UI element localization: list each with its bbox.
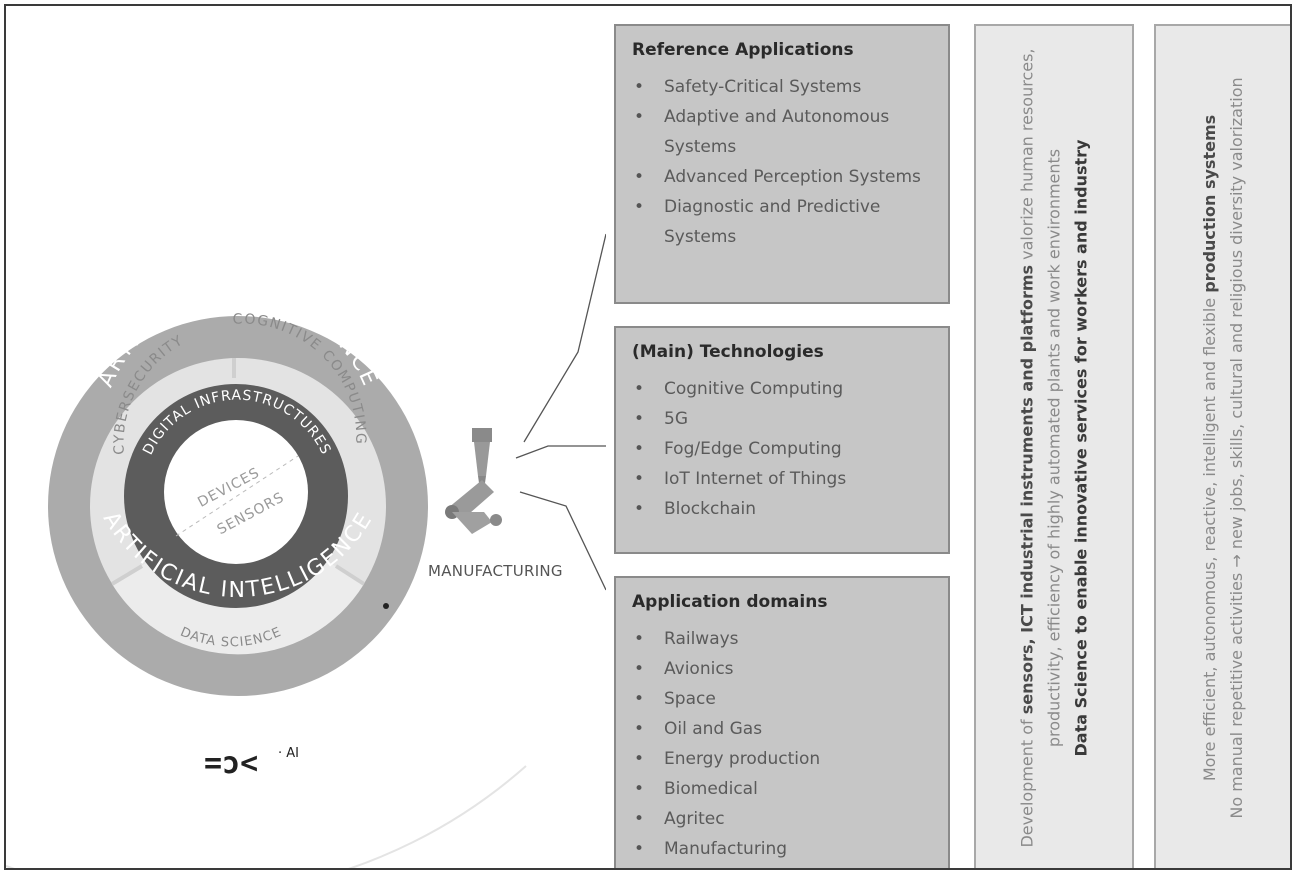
list-item: Safety-Critical Systems <box>632 72 932 102</box>
list-item: 5G <box>632 404 932 434</box>
text-run: Development of <box>1017 714 1037 848</box>
list-item: Diagnostic and Predictive Systems <box>632 192 932 252</box>
logo-mark: =ɔ< <box>204 746 259 781</box>
core-divider <box>175 455 299 537</box>
efficiency-line-1: More efficient, autonomous, reactive, in… <box>1196 33 1223 863</box>
main-technologies-box: (Main) Technologies Cognitive Computing … <box>614 326 950 554</box>
emphasis-text: production systems <box>1200 114 1219 293</box>
main-technologies-list: Cognitive Computing 5G Fog/Edge Computin… <box>632 374 932 524</box>
list-item: Biomedical <box>632 774 932 804</box>
list-item: Fog/Edge Computing <box>632 434 932 464</box>
efficiency-line-2: No manual repetitive activities → new jo… <box>1227 77 1246 819</box>
list-item: Manufacturing <box>632 834 932 864</box>
connector-reference <box>523 233 606 443</box>
segment-divider-left <box>110 564 144 586</box>
list-item: Cognitive Computing <box>632 374 932 404</box>
segment-divider-right <box>334 564 366 586</box>
development-panel-text: Development of sensors, ICT industrial i… <box>1014 33 1095 863</box>
text-run: More efficient, autonomous, reactive, in… <box>1200 292 1219 782</box>
development-paragraph: Development of sensors, ICT industrial i… <box>1014 33 1068 863</box>
list-item: Adaptive and Autonomous Systems <box>632 102 932 162</box>
list-item: Advanced Perception Systems <box>632 162 932 192</box>
connector-technologies <box>515 445 606 459</box>
application-domains-title: Application domains <box>632 592 828 612</box>
manufacturing-label: MANUFACTURING <box>428 562 563 580</box>
diagram-frame: ARTIFICIAL INTELLIGENCE ARTIFICIAL INTEL… <box>4 4 1292 870</box>
robot-arm-icon <box>445 428 502 534</box>
ai-wheel-diagram: ARTIFICIAL INTELLIGENCE ARTIFICIAL INTEL… <box>6 233 606 868</box>
list-item: Energy production <box>632 744 932 774</box>
list-item: IoT Internet of Things <box>632 464 932 494</box>
connector-domains <box>519 491 606 591</box>
reference-applications-box: Reference Applications Safety-Critical S… <box>614 24 950 304</box>
main-technologies-title: (Main) Technologies <box>632 342 824 362</box>
emphasis-text: sensors, ICT industrial instruments and … <box>1017 264 1037 715</box>
reference-applications-title: Reference Applications <box>632 40 854 60</box>
list-item: Railways <box>632 624 932 654</box>
application-domains-list: Railways Avionics Space Oil and Gas Ener… <box>632 624 932 864</box>
list-item: Blockchain <box>632 494 932 524</box>
background-arc <box>6 765 527 868</box>
devices-sensors-core <box>164 420 308 564</box>
application-domains-box: Application domains Railways Avionics Sp… <box>614 576 950 868</box>
list-item: Space <box>632 684 932 714</box>
efficiency-panel-text: More efficient, autonomous, reactive, in… <box>1196 33 1250 863</box>
efficiency-panel: More efficient, autonomous, reactive, in… <box>1154 24 1290 868</box>
list-item: Avionics <box>632 654 932 684</box>
logo-suffix: · AI <box>278 746 299 761</box>
list-item: Oil and Gas <box>632 714 932 744</box>
bullet-dot <box>383 603 389 609</box>
reference-applications-list: Safety-Critical Systems Adaptive and Aut… <box>632 72 932 252</box>
development-panel: Development of sensors, ICT industrial i… <box>974 24 1134 868</box>
data-science-paragraph: Data Science to enable innovative servic… <box>1071 139 1091 757</box>
list-item: Agritec <box>632 804 932 834</box>
